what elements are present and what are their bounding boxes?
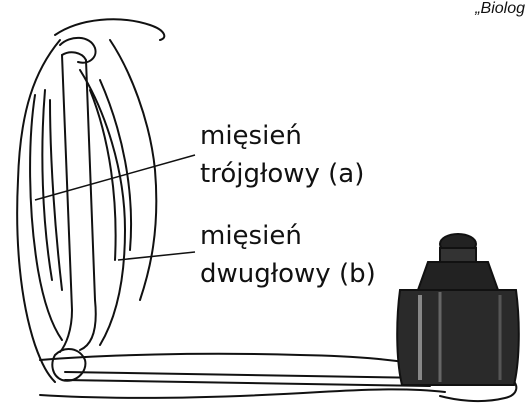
- label-triceps-line2: trójgłowy (a): [200, 158, 364, 190]
- biceps-muscle: [80, 70, 125, 345]
- triceps-muscle: [30, 95, 62, 340]
- leader-line-biceps: [118, 252, 195, 260]
- label-biceps-line2: dwugłowy (b): [200, 258, 376, 290]
- label-biceps-line1: mięsień: [200, 220, 302, 252]
- upper-arm-inner: [110, 40, 156, 300]
- leader-line-triceps: [35, 155, 195, 200]
- forearm-bone: [65, 372, 430, 378]
- weight: [397, 234, 519, 385]
- forearm-outline: [40, 354, 440, 368]
- shoulder-joint: [60, 38, 96, 63]
- shoulder-top: [55, 19, 164, 40]
- elbow-joint: [52, 349, 85, 381]
- label-triceps-line1: mięsień: [200, 120, 302, 152]
